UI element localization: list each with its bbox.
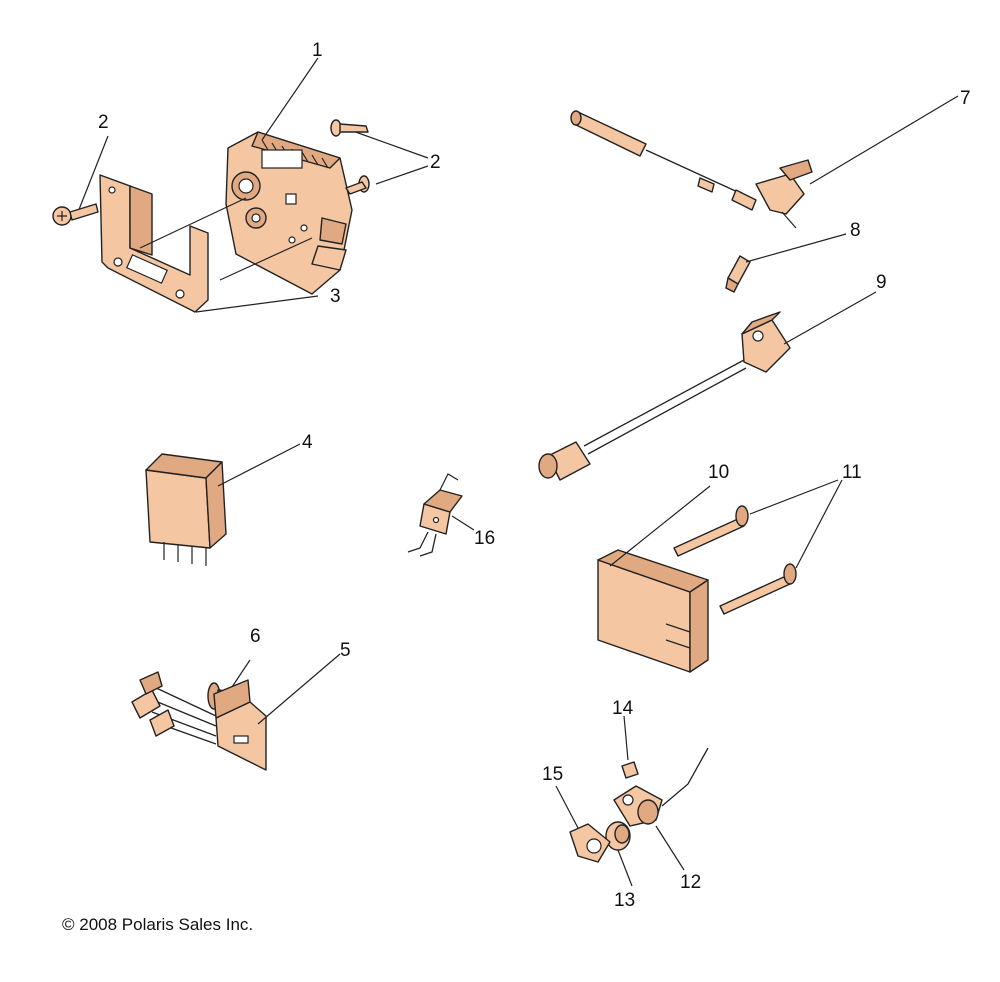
screw-top-right bbox=[330, 119, 369, 137]
part-14-screw bbox=[621, 715, 639, 779]
part-5-connector bbox=[131, 653, 341, 771]
callout-2-right: 2 bbox=[430, 152, 441, 173]
callout-3: 3 bbox=[330, 286, 341, 307]
part-11-bolts bbox=[673, 479, 843, 615]
callout-7: 7 bbox=[960, 88, 971, 109]
screw-mid-right bbox=[345, 175, 370, 195]
part-15-gasket bbox=[555, 785, 611, 863]
part-3-bracket bbox=[99, 174, 209, 313]
callout-13: 13 bbox=[614, 890, 635, 911]
callout-labels: 1 2 2 3 4 5 6 7 8 9 10 11 12 13 14 15 16 bbox=[98, 40, 971, 911]
screw-left bbox=[52, 203, 99, 226]
callout-15: 15 bbox=[542, 764, 563, 785]
copyright-notice: © 2008 Polaris Sales Inc. bbox=[62, 915, 253, 934]
bolt-lower bbox=[719, 563, 797, 615]
part-10-module bbox=[597, 485, 711, 673]
callout-2-left: 2 bbox=[98, 112, 109, 133]
callout-8: 8 bbox=[850, 220, 861, 241]
part-13-grommet bbox=[605, 821, 633, 887]
part-12-sensor bbox=[613, 747, 709, 871]
callout-9: 9 bbox=[876, 272, 887, 293]
callout-1: 1 bbox=[312, 40, 323, 61]
part-9-sensor bbox=[538, 291, 877, 481]
callout-11: 11 bbox=[842, 462, 862, 483]
callout-4: 4 bbox=[302, 432, 313, 453]
callout-16: 16 bbox=[474, 528, 495, 549]
part-7-sensor bbox=[570, 95, 959, 229]
callout-14: 14 bbox=[612, 698, 634, 719]
callout-5: 5 bbox=[340, 640, 351, 661]
leaders-top-left bbox=[77, 57, 429, 313]
part-16-switch bbox=[407, 473, 475, 557]
part-2-screws bbox=[52, 119, 370, 226]
callout-6: 6 bbox=[250, 626, 261, 647]
part-1-regulator bbox=[225, 131, 353, 295]
callout-10: 10 bbox=[708, 462, 729, 483]
callout-12: 12 bbox=[680, 872, 701, 893]
part-4-relay bbox=[145, 443, 301, 566]
part-8-fitting bbox=[725, 233, 847, 293]
bolt-upper bbox=[673, 505, 749, 557]
